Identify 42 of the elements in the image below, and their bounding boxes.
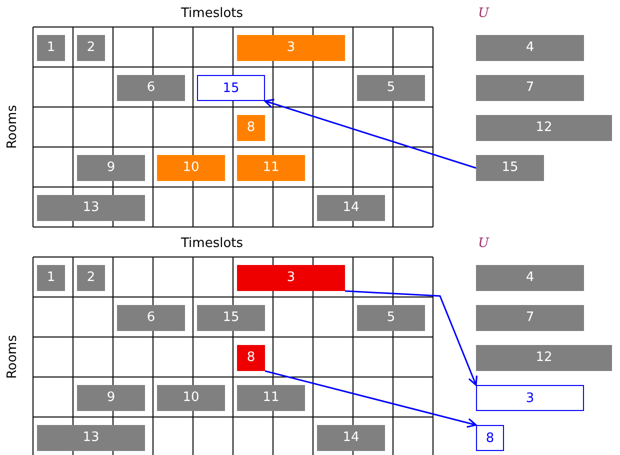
placed-event-box: 15 [197, 75, 265, 101]
event-block: 15 [476, 155, 544, 181]
event-block: 2 [77, 265, 105, 291]
event-block: 10 [157, 385, 225, 411]
event-block: 15 [197, 305, 265, 331]
event-block: 14 [317, 425, 385, 451]
event-block: 5 [357, 75, 425, 101]
event-block: 12 [476, 345, 612, 371]
event-block: 8 [237, 115, 265, 141]
event-block: 4 [476, 35, 584, 61]
event-block: 4 [476, 265, 584, 291]
event-block: 13 [37, 425, 145, 451]
event-block: 7 [476, 305, 584, 331]
set-label: U [478, 236, 489, 251]
event-block: 10 [157, 155, 225, 181]
event-block: 1 [37, 35, 65, 61]
event-block: 9 [77, 155, 145, 181]
arrow [264, 370, 477, 428]
event-block: 3 [237, 35, 345, 61]
event-block: 8 [237, 345, 265, 371]
event-block: 6 [117, 305, 185, 331]
axis-title: Rooms [5, 105, 20, 149]
event-block: 2 [77, 35, 105, 61]
event-block: 1 [37, 265, 65, 291]
set-label: U [478, 6, 489, 21]
arrow [344, 290, 478, 386]
event-block: 3 [237, 265, 345, 291]
event-block: 7 [476, 75, 584, 101]
event-block: 6 [117, 75, 185, 101]
arrow [264, 98, 476, 169]
axis-title: Rooms [5, 335, 20, 379]
placed-event-box: 3 [476, 385, 584, 411]
event-block: 11 [237, 155, 305, 181]
event-block: 9 [77, 385, 145, 411]
event-block: 11 [237, 385, 305, 411]
axis-title: Timeslots [181, 236, 244, 251]
event-block: 13 [37, 195, 145, 221]
axis-title: Timeslots [181, 6, 244, 21]
event-block: 12 [476, 115, 612, 141]
event-block: 5 [357, 305, 425, 331]
placed-event-box: 8 [476, 425, 504, 451]
event-block: 14 [317, 195, 385, 221]
